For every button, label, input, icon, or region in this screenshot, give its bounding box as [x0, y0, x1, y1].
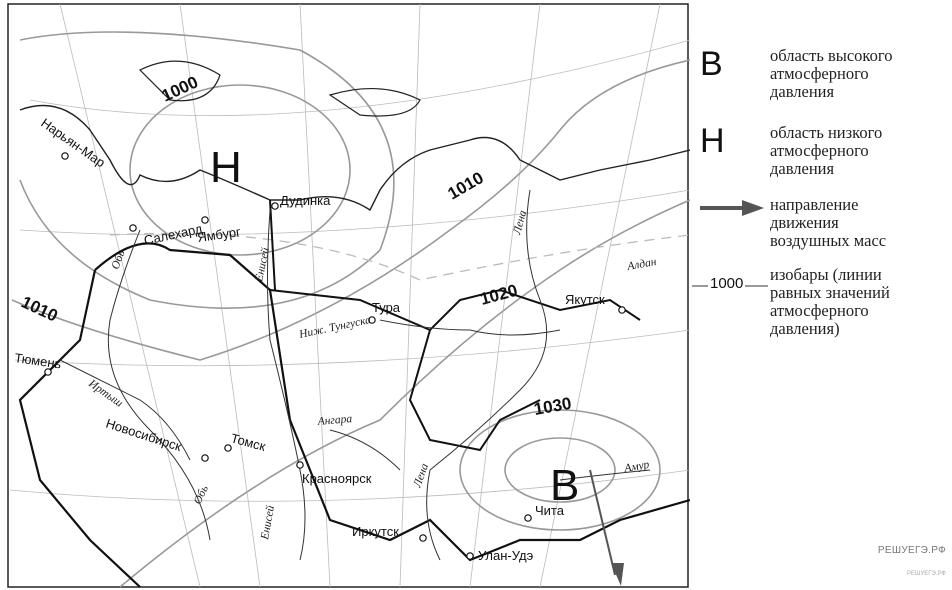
- graticule: [9, 3, 690, 588]
- isobar-1000-inner: [129, 84, 351, 256]
- legend-low-symbol: Н: [700, 122, 725, 160]
- legend-line: равных значений: [770, 283, 890, 302]
- city-markers: [44, 152, 626, 560]
- isobar-1030: [459, 409, 661, 531]
- city-label: Улан-Удэ: [478, 548, 534, 563]
- legend-line: давления: [770, 82, 835, 101]
- city-marker: [61, 152, 69, 160]
- river-label: Ангара: [316, 413, 353, 428]
- river-label: Алдан: [625, 256, 657, 273]
- island: [328, 88, 421, 117]
- city-label: Ямбург: [196, 224, 242, 245]
- city-label: Чита: [535, 503, 565, 518]
- river-label: Амур: [622, 459, 650, 475]
- city-marker: [271, 202, 279, 210]
- legend-line: давления: [770, 159, 835, 178]
- region-border: [269, 288, 641, 332]
- legend-line: атмосферного: [770, 64, 869, 83]
- isobar-1020: [119, 199, 690, 588]
- city-marker: [524, 514, 532, 522]
- isobar-1010: [11, 59, 690, 361]
- city-marker: [129, 224, 137, 232]
- region-border: [408, 329, 541, 452]
- city-marker: [201, 454, 209, 462]
- legend-arrow-icon: [700, 200, 764, 216]
- city-marker: [296, 461, 304, 469]
- rivers: [59, 189, 651, 561]
- isobar-1000: [19, 31, 395, 309]
- city-label: Иркутск: [352, 524, 399, 539]
- region-border: [269, 199, 276, 291]
- legend-line: движения: [770, 213, 839, 232]
- map: Нарьян-Мар Салехард Ямбург Дудинка Тура …: [7, 3, 690, 588]
- watermark: РЕШУЕГЭ.РФ: [877, 545, 946, 556]
- low-pressure-center: Н: [210, 143, 242, 192]
- legend-line: направление: [770, 195, 859, 214]
- island: [138, 60, 221, 102]
- city-marker: [44, 368, 52, 376]
- air-mass-arrow: [589, 469, 616, 576]
- legend-low-text: область низкого атмосферного давления: [770, 124, 882, 178]
- city-label: Якутск: [565, 292, 605, 307]
- city-marker: [419, 534, 427, 542]
- air-mass-arrowhead: [611, 563, 624, 586]
- region-border: [94, 242, 690, 562]
- isobar-1030-inner: [504, 437, 616, 503]
- region-border: [18, 269, 141, 588]
- city-marker: [201, 216, 209, 224]
- legend-line: давления): [770, 319, 840, 338]
- legend-line: область высокого: [770, 46, 893, 65]
- city-label: Тура: [372, 300, 401, 315]
- legend-high-symbol: В: [700, 45, 723, 83]
- city-label: Красноярск: [302, 471, 372, 486]
- legend-line: область низкого: [770, 123, 883, 142]
- coastline: [19, 104, 690, 212]
- legend-high-text: область высокого атмосферного давления: [770, 47, 892, 101]
- city-marker: [618, 306, 626, 314]
- watermark-small: РЕШУЕГЭ.РФ: [906, 571, 946, 577]
- legend-isobar-symbol: 1000: [708, 275, 746, 292]
- legend-line: изобары (линии: [770, 265, 882, 284]
- map-frame: [7, 3, 689, 588]
- city-marker: [368, 316, 376, 324]
- legend-line: воздушных масс: [770, 231, 887, 250]
- river-label: Енисей: [258, 504, 277, 541]
- high-pressure-center: В: [550, 461, 579, 510]
- dashed-line: [109, 232, 690, 281]
- legend-line: атмосферного: [770, 301, 869, 320]
- legend-isobar-text: изобары (линии равных значений атмосферн…: [770, 266, 890, 338]
- city-marker: [224, 444, 232, 452]
- isobars: [11, 31, 690, 588]
- city-marker: [466, 552, 474, 560]
- legend-arrow-text: направление движения воздушных масс: [770, 196, 886, 250]
- city-label: Дудинка: [280, 193, 331, 208]
- legend-line: атмосферного: [770, 141, 869, 160]
- legend: В область высокого атмосферного давления…: [690, 0, 952, 590]
- city-label: Тюмень: [14, 350, 63, 371]
